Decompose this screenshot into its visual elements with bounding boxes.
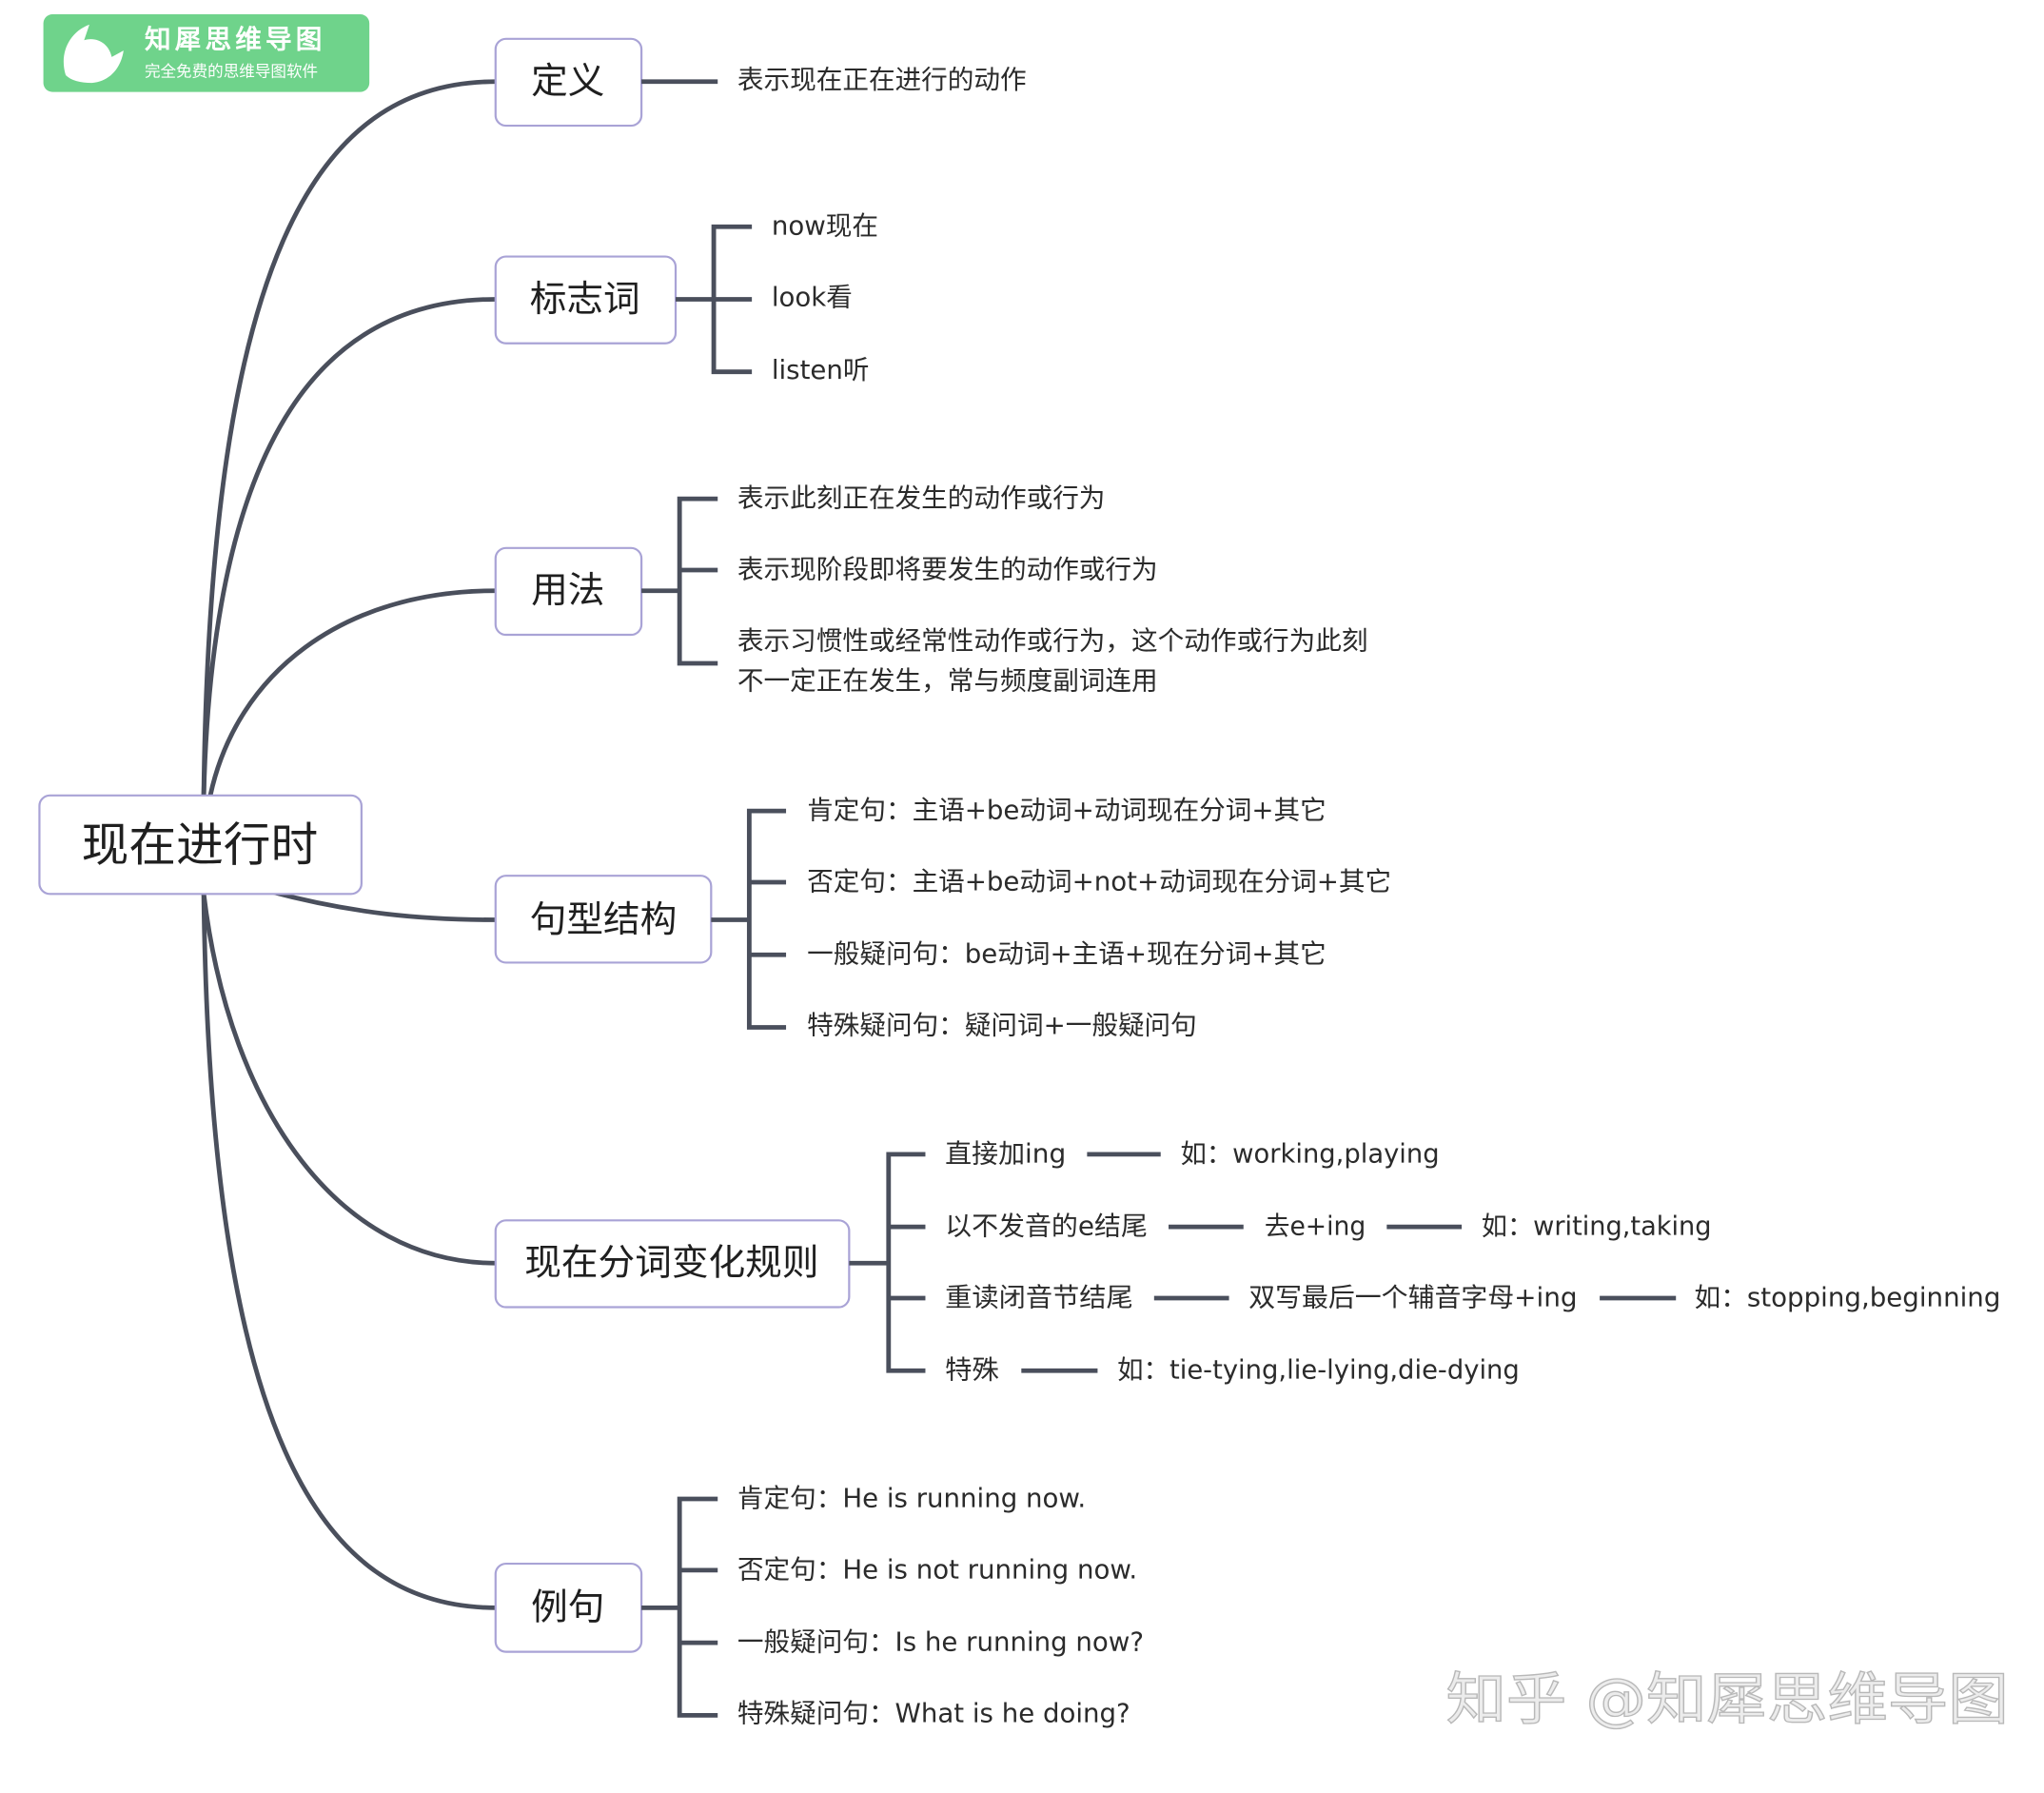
bracket bbox=[746, 808, 787, 1030]
branch-participle-rules: 现在分词变化规则 直接加ing 如：working,playing 以不发音的e… bbox=[494, 1140, 2001, 1386]
bracket bbox=[677, 1496, 718, 1718]
rule-action: 双写最后一个辅音字母+ing bbox=[1248, 1284, 1577, 1313]
rule-text: 直接加ing bbox=[945, 1140, 1066, 1170]
leaf-text: 肯定句：He is running now. bbox=[737, 1485, 1086, 1514]
rule-text: 重读闭音节结尾 bbox=[945, 1284, 1133, 1313]
curve-to-definition bbox=[201, 79, 499, 798]
rule-text: 特殊 bbox=[945, 1356, 999, 1386]
logo: 知犀思维导图 完全免费的思维导图软件 bbox=[43, 13, 370, 92]
leaf-text: 表示此刻正在发生的动作或行为 bbox=[737, 484, 1105, 514]
leaf-text: 一般疑问句：Is he running now? bbox=[737, 1628, 1144, 1658]
leaf-text: look看 bbox=[772, 284, 853, 313]
root-node: 现在进行时 bbox=[38, 794, 363, 896]
leaf-text: now现在 bbox=[772, 212, 878, 242]
branch-node-label: 标志词 bbox=[530, 278, 640, 321]
branch-node-label: 定义 bbox=[531, 60, 604, 103]
rule-example: 如：writing,taking bbox=[1482, 1212, 1712, 1242]
curve-to-examples bbox=[201, 891, 499, 1610]
rule-example: 如：tie-tying,lie-lying,die-dying bbox=[1117, 1356, 1520, 1386]
root-node-label: 现在进行时 bbox=[82, 818, 319, 873]
branch-node-label: 例句 bbox=[531, 1586, 604, 1629]
root-branch-curves bbox=[201, 79, 499, 1610]
leaf-text: 一般疑问句：be动词+主语+现在分词+其它 bbox=[807, 940, 1327, 970]
branch-examples: 例句 肯定句：He is running now. 否定句：He is not … bbox=[494, 1485, 1144, 1729]
branch-node-label: 句型结构 bbox=[530, 898, 678, 941]
leaf-text: 表示现阶段即将要发生的动作或行为 bbox=[737, 556, 1158, 585]
leaf-text: 特殊疑问句：What is he doing? bbox=[737, 1700, 1130, 1729]
curve-to-participle-rules bbox=[201, 891, 499, 1266]
curve-to-sentence-structure bbox=[266, 889, 499, 922]
curve-to-usage bbox=[207, 588, 499, 798]
curve-to-signal-words bbox=[201, 297, 499, 798]
leaf-text: 否定句：He is not running now. bbox=[737, 1555, 1137, 1585]
bracket bbox=[711, 224, 753, 375]
leaf-text-line-2: 不一定正在发生，常与频度副词连用 bbox=[737, 667, 1158, 697]
branch-node-label: 现在分词变化规则 bbox=[524, 1242, 818, 1285]
branch-definition: 定义 表示现在正在进行的动作 bbox=[494, 37, 1027, 128]
leaf-text: 特殊疑问句：疑问词+一般疑问句 bbox=[807, 1012, 1197, 1041]
leaf-text: 肯定句：主语+be动词+动词现在分词+其它 bbox=[807, 797, 1327, 826]
rule-text: 以不发音的e结尾 bbox=[945, 1212, 1148, 1242]
rule-example: 如：stopping,beginning bbox=[1695, 1284, 2001, 1313]
branch-sentence-structure: 句型结构 肯定句：主语+be动词+动词现在分词+其它 否定句：主语+be动词+n… bbox=[494, 797, 1391, 1041]
leaf-text: 否定句：主语+be动词+not+动词现在分词+其它 bbox=[807, 868, 1391, 897]
rule-example: 如：working,playing bbox=[1180, 1140, 1439, 1170]
bracket bbox=[886, 1152, 926, 1373]
leaf-text: 表示现在正在进行的动作 bbox=[737, 66, 1027, 95]
leaf-text-line-1: 表示习惯性或经常性动作或行为，这个动作或行为此刻 bbox=[737, 626, 1368, 656]
branch-usage: 用法 表示此刻正在发生的动作或行为 表示现阶段即将要发生的动作或行为 表示习惯性… bbox=[494, 484, 1368, 697]
branch-node-label: 用法 bbox=[531, 569, 604, 612]
logo-title: 知犀思维导图 bbox=[145, 26, 326, 55]
leaf-text: listen听 bbox=[772, 356, 870, 385]
rhino-icon bbox=[63, 24, 124, 84]
watermark: 知乎 @知犀思维导图 bbox=[1445, 1666, 2008, 1732]
root-node-box bbox=[38, 794, 363, 896]
logo-background bbox=[43, 13, 370, 92]
logo-tagline: 完全免费的思维导图软件 bbox=[145, 62, 318, 80]
bracket bbox=[677, 496, 718, 666]
rule-action: 去e+ing bbox=[1265, 1212, 1366, 1242]
branch-signal-words: 标志词 now现在 look看 listen听 bbox=[494, 212, 878, 385]
